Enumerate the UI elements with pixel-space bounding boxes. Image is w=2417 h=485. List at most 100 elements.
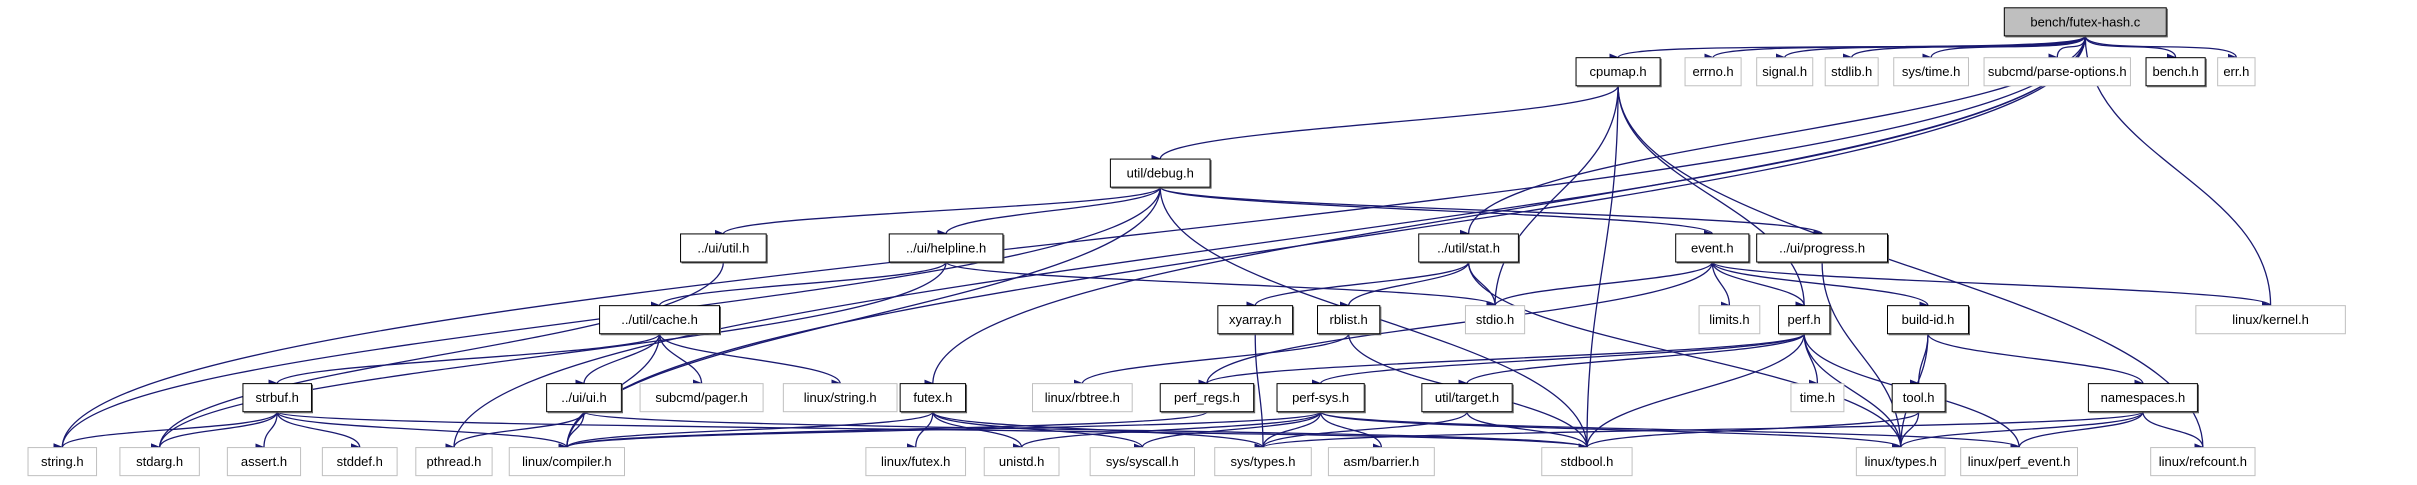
edge-namespaces-to-lperfevent	[2019, 411, 2144, 448]
edge-root-to-pthread	[454, 35, 2086, 448]
node-box-uiutil	[680, 233, 767, 263]
edge-cpumap-to-stdio	[1495, 85, 1619, 306]
node-buildid[interactable]: build-id.h	[1887, 305, 1970, 336]
node-box-progress	[1756, 233, 1889, 263]
node-label-pthread: pthread.h	[426, 454, 481, 469]
node-box-systime	[1893, 57, 1969, 87]
edge-perf-to-perfsys	[1321, 333, 1805, 384]
node-cache[interactable]: ../util/cache.h	[599, 305, 721, 336]
node-label-strbuf: strbuf.h	[256, 390, 299, 405]
edge-perfsys-to-syscall	[1142, 411, 1322, 448]
node-box-stdbool	[1541, 447, 1633, 477]
edge-strbuf-to-string	[62, 411, 278, 448]
edge-event-to-lkernel	[1711, 261, 2272, 306]
node-label-rblist: rblist.h	[1330, 312, 1368, 327]
edge-buildid-to-namespaces	[1927, 333, 2144, 384]
edge-event-to-perf	[1711, 261, 1805, 306]
node-shadow-cpumap	[1577, 58, 1662, 88]
node-label-string: string.h	[41, 454, 84, 469]
edge-uiui-to-lcompiler	[567, 411, 585, 448]
node-progress[interactable]: ../ui/progress.h	[1756, 233, 1889, 264]
node-shadow-xyarray	[1218, 306, 1295, 336]
node-label-debug: util/debug.h	[1127, 166, 1194, 181]
node-box-parseopt	[1983, 57, 2131, 87]
edge-cache-to-lstring	[658, 333, 841, 384]
node-event[interactable]: event.h	[1675, 233, 1751, 264]
node-root[interactable]: bench/futex-hash.c	[2003, 7, 2168, 38]
edge-strbuf-to-assert	[264, 411, 278, 448]
node-pager: subcmd/pager.h	[639, 383, 764, 413]
node-label-lcompiler: linux/compiler.h	[522, 454, 612, 469]
node-box-err	[2217, 57, 2256, 87]
node-shadow-uiutil	[681, 234, 768, 264]
node-uiui[interactable]: ../ui/ui.h	[546, 383, 623, 414]
node-bench[interactable]: bench.h	[2145, 57, 2207, 88]
node-box-barrier	[1327, 447, 1435, 477]
node-label-stdlib: stdlib.h	[1831, 64, 1872, 79]
node-shadow-root	[2005, 8, 2168, 38]
node-box-stddef	[321, 447, 398, 477]
node-box-limits	[1698, 305, 1761, 335]
node-futex[interactable]: futex.h	[899, 383, 968, 414]
node-stat[interactable]: ../util/stat.h	[1418, 233, 1520, 264]
node-perf[interactable]: perf.h	[1777, 305, 1832, 336]
node-helpline[interactable]: ../ui/helpline.h	[888, 233, 1005, 264]
node-box-lrbtree	[1032, 383, 1133, 413]
node-xyarray[interactable]: xyarray.h	[1217, 305, 1295, 336]
edge-strbuf-to-lcompiler	[276, 411, 568, 448]
node-box-namespaces	[2087, 383, 2198, 413]
edge-perf-to-perfregs	[1207, 333, 1805, 384]
node-box-stat	[1418, 233, 1519, 263]
edge-stat-to-rblist	[1349, 261, 1470, 306]
node-box-lstring	[782, 383, 898, 413]
node-box-event	[1675, 233, 1750, 263]
node-stdarg: stdarg.h	[119, 447, 200, 477]
node-unistd: unistd.h	[983, 447, 1060, 477]
node-label-ltypes: linux/types.h	[1865, 454, 1937, 469]
edge-tool-to-ltypes	[1901, 411, 1920, 448]
node-perfregs[interactable]: perf_regs.h	[1159, 383, 1256, 414]
node-uiutil[interactable]: ../ui/util.h	[680, 233, 768, 264]
node-lrbtree: linux/rbtree.h	[1032, 383, 1133, 413]
node-label-perfregs: perf_regs.h	[1174, 390, 1240, 405]
node-perfsys[interactable]: perf-sys.h	[1276, 383, 1366, 414]
edge-root-to-systime	[1931, 35, 2086, 58]
node-label-limits: limits.h	[1709, 312, 1749, 327]
edge-futex-to-lcompiler	[567, 411, 934, 448]
node-debug[interactable]: util/debug.h	[1109, 158, 1212, 189]
node-shadow-progress	[1757, 234, 1889, 264]
edge-debug-to-progress	[1159, 186, 1823, 234]
node-label-lperfevent: linux/perf_event.h	[1968, 454, 2071, 469]
node-box-lfutex	[865, 447, 967, 477]
node-box-perfregs	[1159, 383, 1255, 413]
node-lkernel: linux/kernel.h	[2195, 305, 2346, 335]
node-pthread: pthread.h	[415, 447, 493, 477]
node-tool[interactable]: tool.h	[1891, 383, 1947, 414]
node-label-lfutex: linux/futex.h	[881, 454, 950, 469]
edge-futex-to-unistd	[932, 411, 1023, 448]
node-stdio: stdio.h	[1464, 305, 1526, 335]
node-label-progress: ../ui/progress.h	[1779, 240, 1865, 255]
edge-root-to-err	[2084, 35, 2237, 58]
node-shadow-uiui	[547, 384, 623, 414]
node-strbuf[interactable]: strbuf.h	[242, 383, 313, 414]
node-box-tool	[1891, 383, 1946, 413]
node-shadow-namespaces	[2089, 384, 2199, 414]
node-target[interactable]: util/target.h	[1421, 383, 1514, 414]
node-label-perfsys: perf-sys.h	[1292, 390, 1349, 405]
node-lfutex: linux/futex.h	[865, 447, 967, 477]
node-namespaces[interactable]: namespaces.h	[2087, 383, 2199, 414]
node-label-futex: futex.h	[913, 390, 952, 405]
node-box-bench	[2145, 57, 2206, 87]
node-label-pager: subcmd/pager.h	[655, 390, 748, 405]
node-label-errno: errno.h	[1692, 64, 1733, 79]
node-label-lstring: linux/string.h	[804, 390, 877, 405]
node-box-unistd	[983, 447, 1060, 477]
node-label-lrefcount: linux/refcount.h	[2159, 454, 2247, 469]
edge-root-to-lcompiler	[567, 35, 2086, 448]
node-box-errno	[1684, 57, 1742, 87]
node-cpumap[interactable]: cpumap.h	[1575, 57, 1662, 88]
edge-cpumap-to-stdbool	[1587, 85, 1619, 448]
node-rblist[interactable]: rblist.h	[1317, 305, 1382, 336]
node-signal: signal.h	[1756, 57, 1814, 87]
